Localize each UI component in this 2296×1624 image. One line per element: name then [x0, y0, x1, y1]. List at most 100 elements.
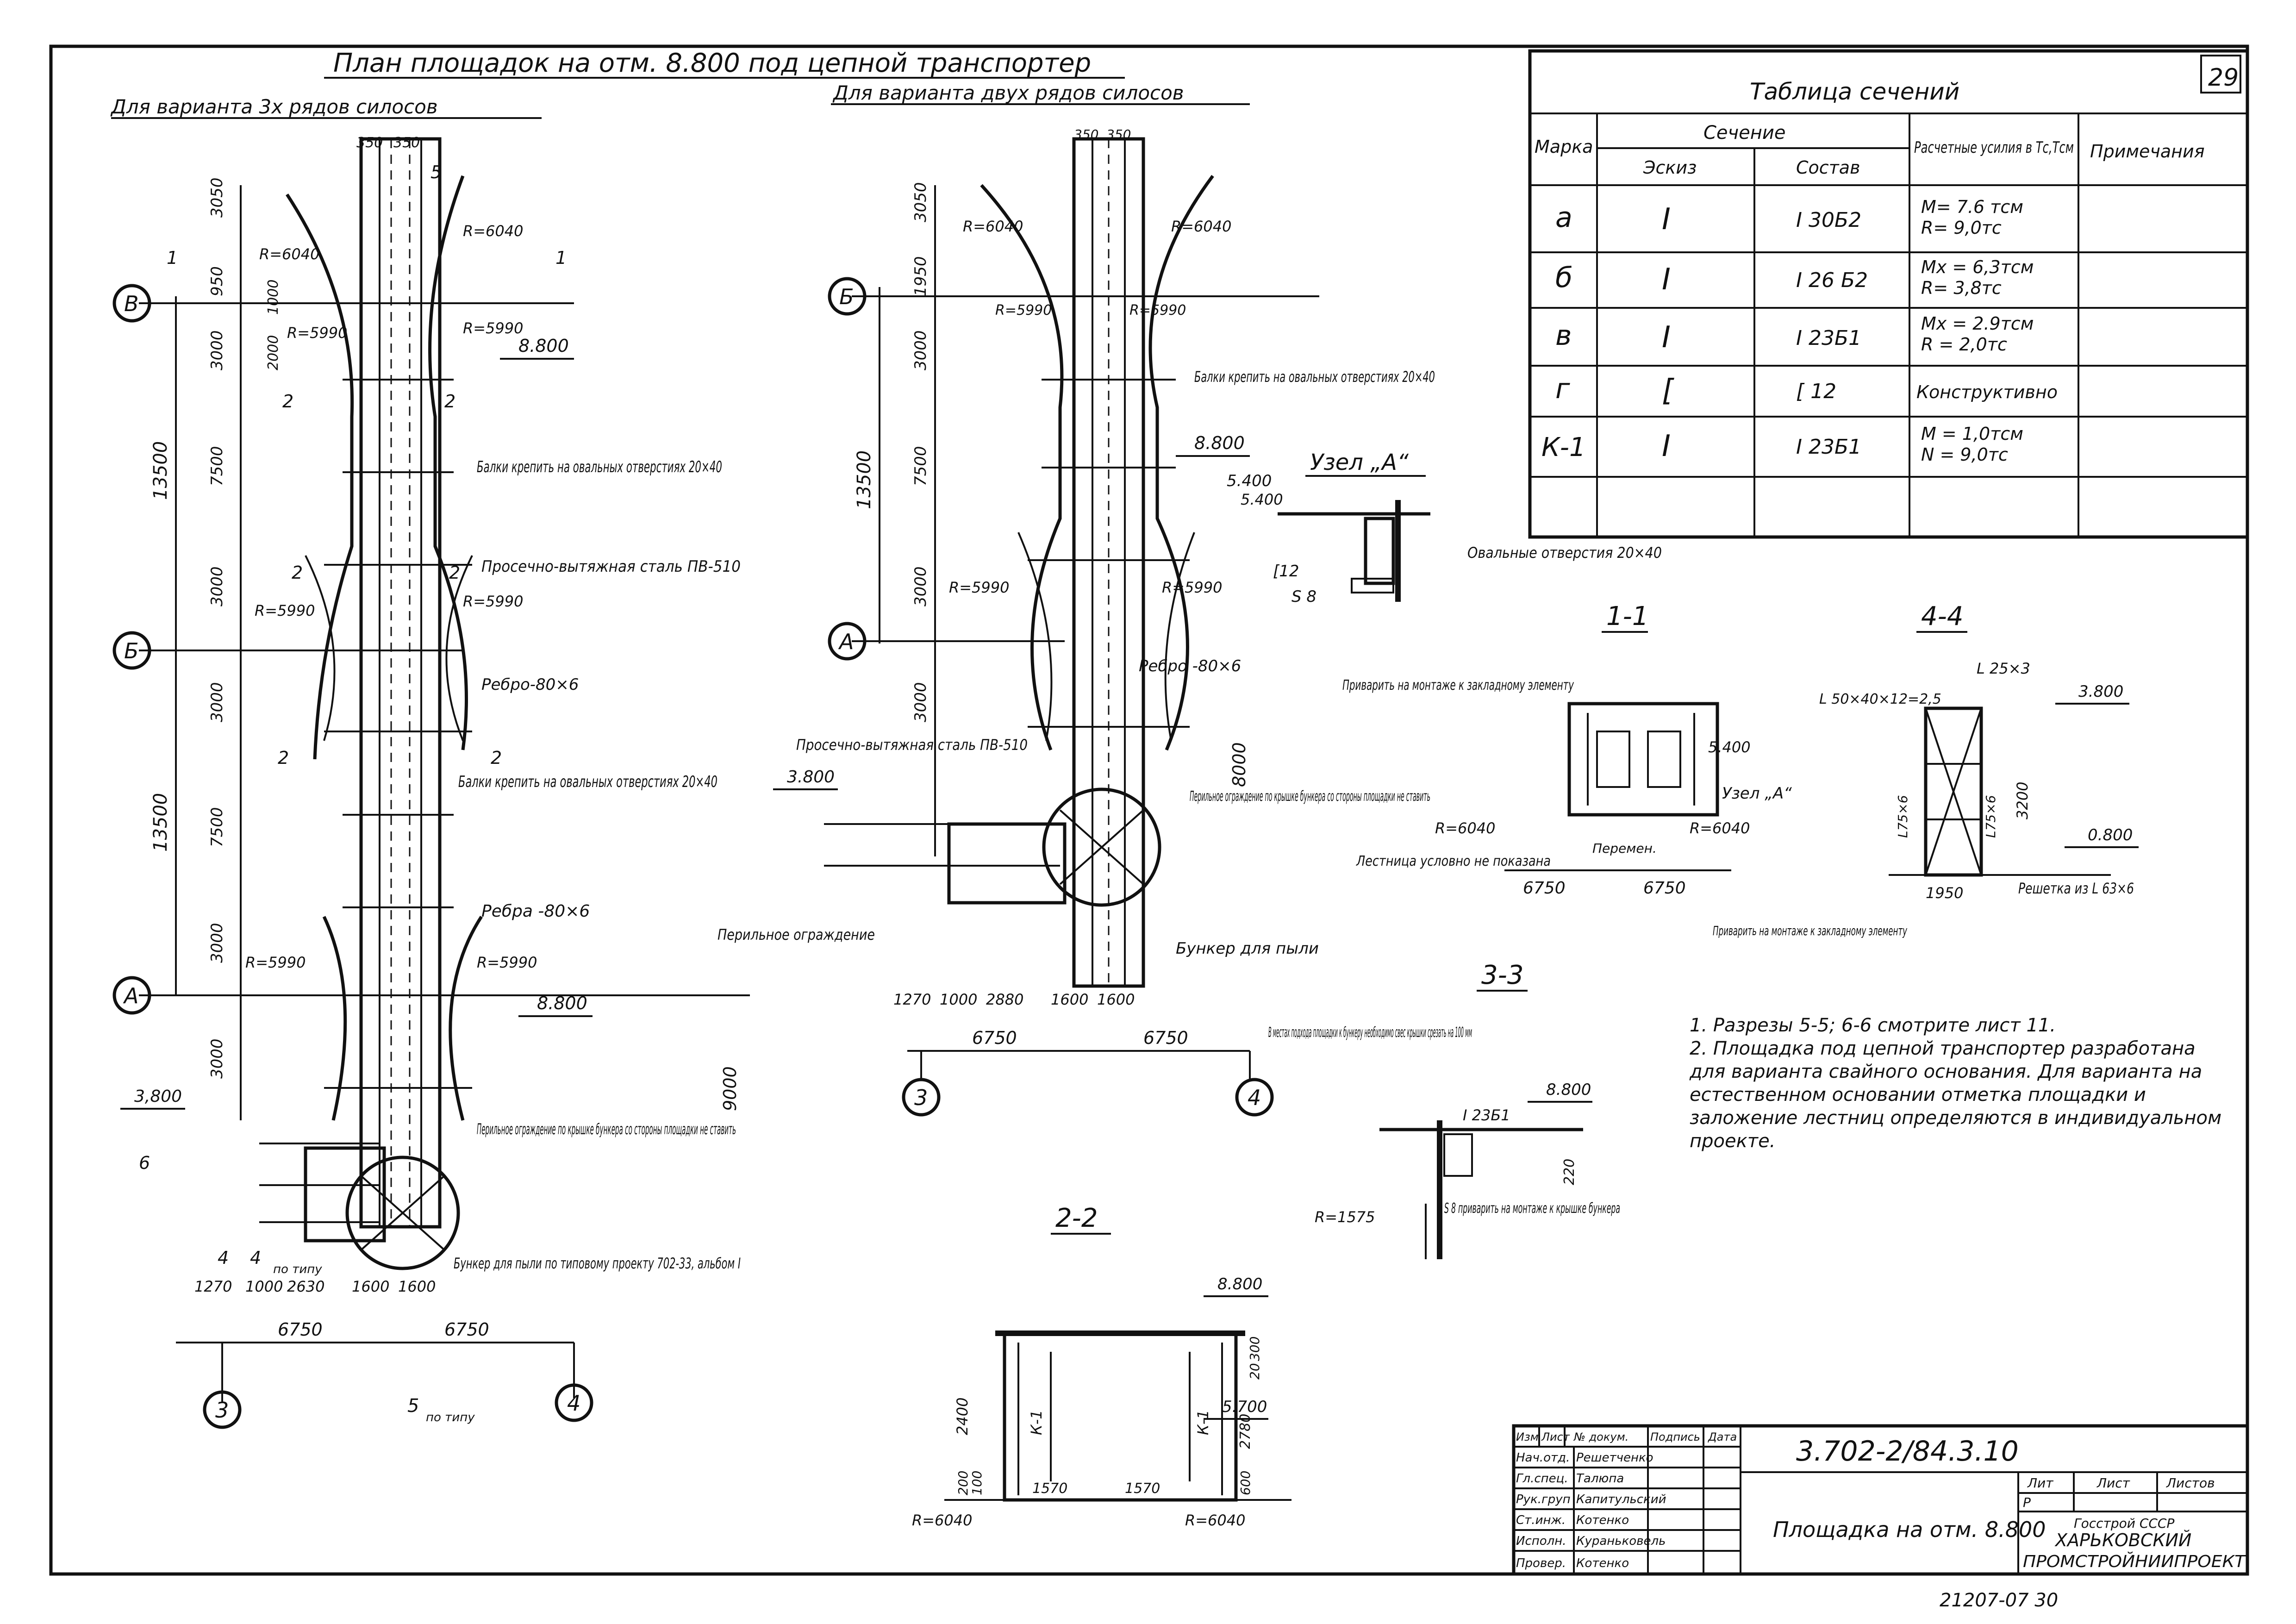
dim-text: 13500 — [150, 793, 171, 852]
axis-label: 4 — [1248, 1085, 1261, 1110]
table-row: в I I 23Б1 Mx = 2.9тсм R = 2,0тс — [1555, 313, 2034, 355]
table-row: К-1 I I 23Б1 M = 1,0тсм N = 9,0тс — [1541, 424, 2023, 465]
tb-drawing-title: Площадка на отм. 8.800 — [1773, 1517, 2046, 1542]
axis-label: А — [123, 983, 138, 1008]
dim-text: 6750 — [278, 1319, 323, 1340]
node-a-label: 5.400 — [1241, 491, 1283, 508]
dim-text: 3000 — [911, 566, 930, 606]
row-sketch: I — [1662, 202, 1671, 237]
tb-col-header: Подпись — [1650, 1430, 1700, 1443]
level-mark: 8.800 — [1194, 433, 1245, 453]
radius-label: R=6040 — [259, 245, 319, 263]
section-label: 200 — [955, 1471, 971, 1495]
main-title: План площадок на отм. 8.800 под цепной т… — [333, 48, 1091, 78]
axis-label: А — [838, 629, 854, 654]
table-header-notes: Примечания — [2090, 141, 2205, 162]
dim-text: 2630 — [287, 1278, 324, 1295]
dim-text: 7500 — [208, 446, 226, 486]
dim-text: 6750 — [972, 1028, 1017, 1048]
row-force-1: Mx = 2.9тсм — [1921, 313, 2034, 334]
dim-text: 1000 — [245, 1278, 283, 1295]
row-sketch: I — [1662, 262, 1671, 297]
sheet-number: 29 — [2208, 64, 2239, 92]
section-mark: 5 — [430, 162, 442, 182]
section-label: R=6040 — [1690, 819, 1750, 837]
radius-label: R=6040 — [963, 218, 1023, 235]
middle-plan: Б А 3 4 3050 1950 3000 7500 3000 3000 13… — [718, 127, 1472, 1117]
dim-text: 3000 — [208, 330, 226, 370]
dim-text: 3000 — [208, 923, 226, 963]
callout-label: Ребро -80×6 — [1139, 657, 1241, 675]
section-label: К-1 — [1028, 1410, 1045, 1435]
section-title: 2-2 — [1055, 1203, 1098, 1233]
section-label: Лестница условно не показана — [1356, 853, 1551, 869]
dim-text: 7500 — [911, 446, 930, 486]
dim-text: 1000 — [940, 991, 977, 1008]
section-mark: 2 — [449, 562, 460, 583]
dim-text: 9000 — [720, 1066, 740, 1111]
radius-label: R=5990 — [1162, 579, 1222, 596]
tb-name: Решетченко — [1576, 1451, 1653, 1465]
section-mark: 4 — [250, 1248, 261, 1268]
callout-label: Ребро-80×6 — [481, 675, 579, 694]
section-label: L 50×40×12=2,5 — [1819, 691, 1941, 707]
row-force-1: M= 7.6 тсм — [1921, 197, 2023, 217]
dim-text: 350 — [393, 135, 420, 151]
tb-role: Провер. — [1516, 1556, 1566, 1570]
dim-text: 8000 — [1229, 742, 1249, 787]
dim-text: 950 — [208, 266, 226, 296]
tb-name: Капитульский — [1576, 1493, 1666, 1506]
middle-subtitle: Для варианта двух рядов силосов — [832, 81, 1184, 104]
tb-col-header: № докум. — [1573, 1430, 1628, 1443]
level-mark: 8.800 — [537, 993, 587, 1013]
row-force-2: R= 9,0тс — [1921, 218, 2002, 238]
callout-label: Перильное ограждение — [718, 926, 875, 943]
section-mark: 4 — [218, 1248, 229, 1268]
radius-label: R=5990 — [255, 602, 315, 619]
section-mark: 2 — [282, 391, 293, 412]
section-mark: 2 — [278, 748, 289, 768]
section-label: R=6040 — [1435, 819, 1495, 837]
section-mark: 2 — [444, 391, 455, 412]
axis-label: 4 — [567, 1391, 580, 1416]
tb-role: Гл.спец. — [1516, 1472, 1568, 1486]
tb-stage-header: Лист — [2096, 1475, 2130, 1491]
row-composition: I 30Б2 — [1796, 208, 1861, 232]
section-label: 20 — [1247, 1363, 1262, 1380]
section-title: 3-3 — [1481, 960, 1523, 990]
tb-org: ХАРЬКОВСКИЙ — [2054, 1530, 2191, 1550]
title-block: Изм Лист № докум. Подпись Дата Нач.отд. … — [1512, 1424, 2249, 1576]
row-mark: а — [1555, 201, 1572, 234]
section-label: 8.800 — [1546, 1081, 1591, 1099]
tb-org: Госстрой СССР — [2074, 1516, 2174, 1531]
axis-label: Б — [124, 638, 139, 663]
section-2-2: 2-2 8.800 5.700 2400 200 100 300 20 2780… — [912, 1203, 1292, 1529]
dim-text: 13500 — [150, 441, 171, 500]
section-mark: 5 — [407, 1395, 419, 1417]
section-label: 1950 — [1926, 884, 1963, 902]
callout-label: Бункер для пыли — [1176, 939, 1319, 958]
section-label: К-1 — [1194, 1410, 1212, 1435]
callout-label: Просечно-вытяжная сталь ПВ-510 — [481, 557, 741, 576]
callout-label: Ребра -80×6 — [481, 902, 590, 921]
callout-label: Балки крепить на овальных отверстиях 20×… — [1194, 368, 1435, 386]
node-a-label: Овальные отверстия 20×40 — [1467, 544, 1662, 562]
dim-text: 1270 — [893, 991, 931, 1008]
tb-name: Кураньковель — [1576, 1534, 1666, 1548]
section-label: 3.800 — [2078, 682, 2123, 701]
section-mark: 6 — [139, 1153, 150, 1173]
radius-label: R=5990 — [949, 579, 1009, 596]
left-plan: В Б А 3 4 3050 950 3000 7500 3000 3000 7… — [112, 135, 750, 1429]
row-composition: I 23Б1 — [1796, 326, 1861, 350]
dim-text: 350 — [1106, 127, 1131, 142]
tb-stage-header: Листов — [2166, 1475, 2215, 1491]
section-label: 2400 — [954, 1398, 971, 1435]
section-mark: по типу — [426, 1411, 475, 1424]
callout-label: Перильное ограждение по крышке бункера с… — [1190, 788, 1430, 805]
dim-text: 1000 — [265, 280, 281, 315]
dim-text: 3000 — [208, 1038, 226, 1079]
radius-label: R=5990 — [287, 324, 347, 342]
section-1-1: 1-1 5.400 Узел „А“ R=6040 R=6040 Перемен… — [1356, 601, 1792, 898]
section-label: R=6040 — [912, 1512, 972, 1529]
section-title: 1-1 — [1606, 601, 1648, 631]
